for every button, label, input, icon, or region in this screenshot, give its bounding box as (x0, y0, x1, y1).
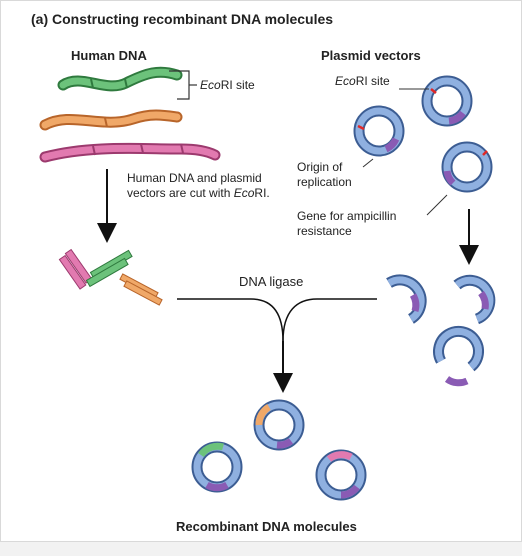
figure-panel: (a) Constructing recombinant DNA molecul… (0, 0, 522, 542)
ligase-merge (177, 298, 377, 393)
plasmid-top-right (421, 75, 473, 127)
ampicillin-resistance-label: Gene for ampicillin resistance (297, 209, 397, 238)
human-dna-orange (39, 109, 183, 131)
human-dna-heading: Human DNA (71, 48, 147, 63)
dna-ligase-label: DNA ligase (239, 274, 304, 289)
cut-with-ecori-label: Human DNA and plasmid vectors are cut wi… (127, 171, 270, 200)
plasmid-top-left (353, 105, 405, 157)
recombinant-plasmid-left (191, 441, 243, 493)
diagram-canvas (39, 66, 496, 501)
opened-plasmids (386, 274, 496, 387)
figure-title: (a) Constructing recombinant DNA molecul… (31, 11, 334, 27)
recombinant-dna-label: Recombinant DNA molecules (176, 519, 357, 534)
recombinant-plasmid-right (315, 449, 367, 501)
human-dna-green (57, 66, 183, 92)
plasmid-vectors-heading: Plasmid vectors (321, 48, 421, 63)
recombinant-plasmid-top (253, 399, 305, 451)
ecori-site-label-left: EcoRI site (200, 78, 255, 92)
cut-fragments (58, 248, 163, 306)
origin-of-replication-label: Origin of replication (297, 160, 352, 189)
ecori-site-label-right: EcoRI site (335, 74, 390, 88)
ecori-bracket-left (169, 70, 197, 100)
plasmid-mid-right (441, 141, 493, 193)
human-dna-pink (39, 142, 221, 163)
